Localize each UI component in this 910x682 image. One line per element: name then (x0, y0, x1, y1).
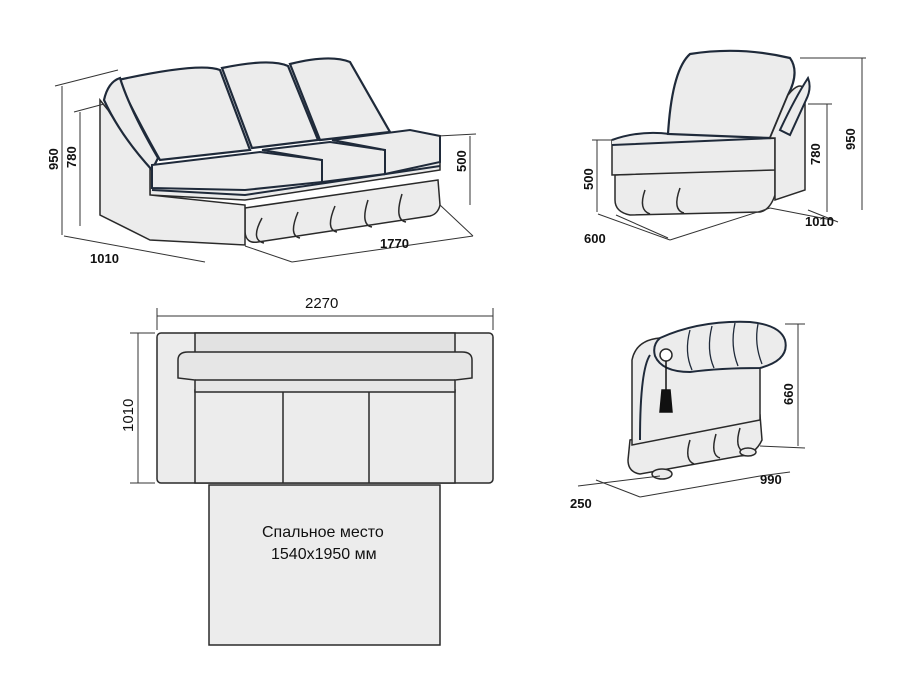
plan-sofa-back (194, 332, 456, 354)
chair-height-seat-label: 500 (581, 168, 596, 190)
plan-view (156, 332, 494, 646)
corner-module-3d-view (611, 49, 811, 216)
sofa-back-cushion-3 (288, 57, 392, 142)
plan-sofa-cushions-front (177, 351, 473, 393)
armrest-tassel (659, 361, 673, 413)
plan-depth-label: 1010 (120, 399, 137, 432)
sofa-dimension-lines (54, 69, 477, 263)
sofa-3d-view (99, 57, 441, 246)
sofa-armrest (102, 76, 160, 172)
armrest-button (659, 348, 673, 362)
sofa-seat-cushion-3 (331, 128, 441, 176)
sleeping-area (208, 484, 441, 646)
armrest-base (627, 414, 763, 475)
plan-sofa-seat (194, 389, 456, 484)
chair-width-label: 600 (584, 231, 606, 246)
chair-armrest (778, 75, 811, 137)
armrest-height-label: 660 (781, 383, 796, 405)
chair-height-total-label: 950 (843, 128, 858, 150)
sleeping-area-size: 1540x1950 мм (271, 546, 377, 563)
sofa-back-cushion-2 (220, 61, 320, 150)
chair-depth-label: 1010 (805, 214, 834, 229)
chair-dimension-lines (592, 57, 866, 241)
armrest-width-label: 250 (570, 496, 592, 511)
chair-back (666, 49, 796, 140)
chair-height-back-label: 780 (808, 143, 823, 165)
armrest-dimension-lines (577, 323, 806, 498)
sofa-height-back-label: 780 (64, 146, 79, 168)
plan-dimension-lines (130, 308, 494, 484)
sofa-plinth-rolls (255, 193, 407, 244)
chair-base (614, 167, 776, 216)
sofa-height-seat-label: 500 (454, 150, 469, 172)
armrest-foot (651, 468, 673, 480)
sofa-depth-label: 1010 (90, 251, 119, 266)
sofa-height-total-label: 950 (46, 148, 61, 170)
armrest-length-label: 990 (760, 472, 782, 487)
armrest-roll (653, 320, 787, 374)
plan-width-label: 2270 (305, 295, 338, 312)
sofa-width-label: 1770 (380, 236, 409, 251)
armrest-3d-view (627, 320, 787, 480)
sleeping-area-label: Спальное место (262, 524, 384, 541)
